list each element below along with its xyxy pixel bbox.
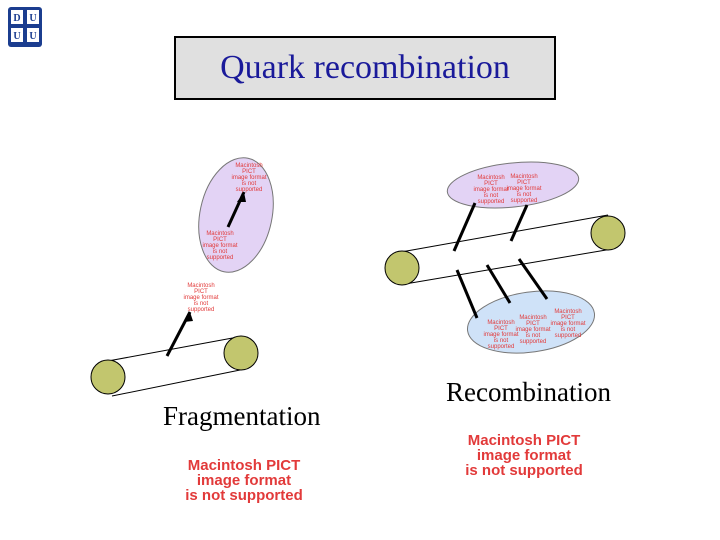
pict-line: Macintosh PICT [467,432,581,449]
pict-line: Macintosh PICT [187,283,215,295]
pict-placeholder-small-2: Macintosh PICT image format is not suppo… [199,231,241,261]
pict-placeholder-small-7: Macintosh PICT image format is not suppo… [512,315,554,345]
link-right-4 [485,264,512,304]
pict-line: image format [550,321,586,327]
link-right-2 [509,204,529,242]
string-right-bottom [404,248,613,285]
pict-placeholder-small-1: Macintosh PICT image format is not suppo… [228,163,270,193]
pict-placeholder-small-3: Macintosh PICT image format is not suppo… [180,283,222,313]
pict-line: is not supported [465,462,583,479]
pict-line: image format [473,187,509,193]
pict-line: is not supported [185,487,303,504]
page-title: Quark recombination [220,49,510,86]
quark-right-2 [590,215,626,251]
svg-text:U: U [29,13,36,24]
pict-placeholder-small-6: Macintosh PICT image format is not suppo… [480,320,522,350]
hadron-ellipse-right-bottom [466,290,596,354]
pict-placeholder-large-right: Macintosh PICT image format is not suppo… [446,433,602,478]
pict-line: image format [202,243,238,249]
string-right-top [400,214,609,253]
hadron-ellipse-right-top [446,161,580,209]
link-right-3 [455,269,479,319]
pict-line: image format [515,327,551,333]
pict-line: Macintosh PICT [554,309,582,321]
pict-placeholder-small-4: Macintosh PICT image format is not suppo… [470,175,512,205]
pict-placeholder-small-8: Macintosh PICT image format is not suppo… [547,309,589,339]
pict-line: is not supported [519,333,547,345]
arrowhead-left-upper [237,192,246,202]
pict-line: is not supported [187,301,215,313]
string-left-bottom [111,368,246,397]
pict-line: Macintosh PICT [235,163,263,175]
pict-line: Macintosh PICT [187,457,301,474]
svg-text:U: U [29,31,36,42]
string-left-top [107,336,239,362]
pict-line: Macintosh PICT [206,231,234,243]
title-box: Quark recombination [174,36,556,100]
arrowhead-left-lower [184,312,193,322]
link-right-5 [517,258,549,300]
svg-text:D: D [13,13,20,24]
pict-line: is not supported [487,338,515,350]
pict-line: image format [183,295,219,301]
pict-line: is not supported [235,181,263,193]
svg-text:U: U [13,31,20,42]
pict-line: image format [231,175,267,181]
pict-line: is not supported [554,327,582,339]
caption-recombination: Recombination [446,377,611,407]
hadron-ellipse-left [198,157,274,273]
pict-line: is not supported [477,193,505,205]
pict-line: image format [483,332,519,338]
pict-placeholder-small-5: Macintosh PICT image format is not suppo… [503,174,545,204]
pict-line: Macintosh PICT [477,175,505,187]
pict-line: is not supported [206,249,234,261]
pict-line: is not supported [510,192,538,204]
pict-line: Macintosh PICT [487,320,515,332]
pict-line: image format [476,447,572,464]
quark-left-2 [223,335,259,371]
pict-line: Macintosh PICT [510,174,538,186]
caption-fragmentation: Fragmentation [163,401,321,431]
quark-right-1 [384,250,420,286]
quark-left-1 [90,359,126,395]
pict-line: Macintosh PICT [519,315,547,327]
link-right-1 [452,202,477,252]
pict-line: image format [506,186,542,192]
pict-line: image format [196,472,292,489]
university-logo: D U U U [8,7,42,47]
pict-placeholder-large-left: Macintosh PICT image format is not suppo… [166,458,322,503]
